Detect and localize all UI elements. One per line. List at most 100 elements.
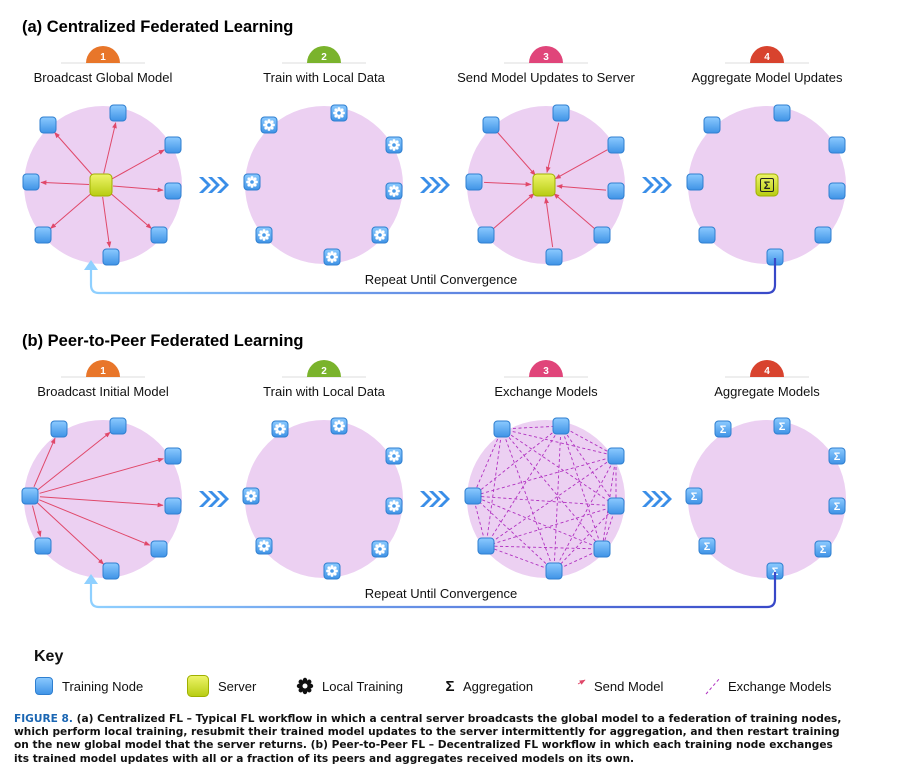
gear-icon: [258, 229, 270, 241]
step-badge: 1: [61, 360, 145, 378]
local-training-node: [243, 173, 261, 191]
gear-icon: [333, 107, 345, 119]
sigma-icon: Σ: [720, 424, 727, 436]
step-label: Exchange Models: [494, 384, 598, 399]
training-node: [828, 182, 846, 200]
dashed-line-icon: [705, 677, 721, 695]
gear-icon: [388, 139, 400, 151]
server: Σ: [755, 173, 779, 197]
aggregation-node: Σ: [814, 540, 832, 558]
next-step-chevrons: [642, 491, 672, 507]
send-model-arrow: [102, 196, 112, 248]
repeat-loop-arrow: Repeat Until Convergence: [84, 572, 777, 609]
exchange-line: [560, 425, 617, 457]
sigma-icon: Σ: [820, 544, 827, 556]
send-model-arrow: [111, 149, 165, 180]
sigma-icon: Σ: [764, 180, 771, 192]
training-node: [773, 104, 791, 122]
sigma-icon: Σ: [691, 491, 698, 503]
step-label: Aggregate Models: [714, 384, 820, 399]
key-item-label: Aggregation: [463, 679, 533, 694]
gear-icon: [274, 423, 286, 435]
send-model-arrow: [545, 122, 560, 173]
next-step-chevrons: [199, 491, 229, 507]
exchange-line: [472, 495, 617, 507]
gear-icon: [333, 420, 345, 432]
local-training-node: [385, 497, 403, 515]
aggregation-node: Σ: [685, 487, 703, 505]
training-node: [482, 116, 500, 134]
gear-icon: [326, 565, 338, 577]
send-model-arrow: [553, 193, 595, 229]
loop-label: Repeat Until Convergence: [365, 586, 517, 601]
send-model-arrow: [483, 181, 532, 187]
federation-circle: [24, 420, 182, 578]
step-label: Send Model Updates to Server: [457, 70, 635, 85]
step-number: 4: [764, 366, 770, 377]
exchange-line: [501, 428, 603, 550]
send-arrow-icon: [577, 679, 586, 685]
badge-shape: [307, 46, 341, 63]
exchange-line: [485, 545, 555, 572]
next-step-chevrons: [642, 177, 672, 193]
aggregation-node: Σ: [714, 420, 732, 438]
send-model-arrow: [39, 496, 164, 508]
training-node: [164, 497, 182, 515]
training-node: [703, 116, 721, 134]
badge-shape: [86, 46, 120, 63]
gear-icon: [388, 500, 400, 512]
send-model-arrow: [544, 197, 554, 248]
step-label: Train with Local Data: [263, 384, 385, 399]
local-training-node: [242, 487, 260, 505]
exchange-line: [472, 455, 617, 497]
training-node: [828, 136, 846, 154]
local-training-node: [255, 226, 273, 244]
exchange-line: [485, 505, 617, 547]
exchange-line: [472, 495, 603, 550]
key-item-label: Exchange Models: [728, 679, 832, 694]
gear-icon: [388, 185, 400, 197]
training-node: [698, 226, 716, 244]
send-model-arrow: [54, 132, 94, 177]
training-node: [34, 226, 52, 244]
local-training-node: [271, 420, 289, 438]
training-node: [164, 136, 182, 154]
aggregation-node: Σ: [828, 447, 846, 465]
aggregation-node: Σ: [773, 417, 791, 435]
server: [89, 173, 113, 197]
training-node: [607, 447, 625, 465]
server: [532, 173, 556, 197]
next-step-chevrons: [420, 177, 450, 193]
loop-label: Repeat Until Convergence: [365, 272, 517, 287]
badge-shape: [750, 360, 784, 377]
training-node: [109, 104, 127, 122]
sigma-icon: Σ: [779, 421, 786, 433]
training-node: [465, 173, 483, 191]
badge-shape: [750, 46, 784, 63]
step-number: 3: [543, 52, 549, 63]
key-item-label: Training Node: [62, 679, 143, 694]
sigma-icon: Σ: [445, 678, 454, 695]
sigma-box: [760, 178, 774, 192]
training-node: [607, 182, 625, 200]
key-item: Exchange Models: [705, 677, 832, 695]
loop-path: [89, 258, 777, 295]
local-training-node: [385, 447, 403, 465]
training-node: [102, 562, 120, 580]
training-node: [552, 417, 570, 435]
training-node: [607, 136, 625, 154]
local-training-node: [323, 562, 341, 580]
step-badge: 3: [504, 360, 588, 378]
send-model-arrow: [493, 193, 535, 229]
training-node: [477, 537, 495, 555]
federation-circle: [245, 420, 403, 578]
step-label: Train with Local Data: [263, 70, 385, 85]
training-node: [593, 226, 611, 244]
key-item-label: Send Model: [594, 679, 663, 694]
section-title-peer-to-peer: (b) Peer-to-Peer Federated Learning: [22, 332, 303, 350]
training-node: [545, 562, 563, 580]
